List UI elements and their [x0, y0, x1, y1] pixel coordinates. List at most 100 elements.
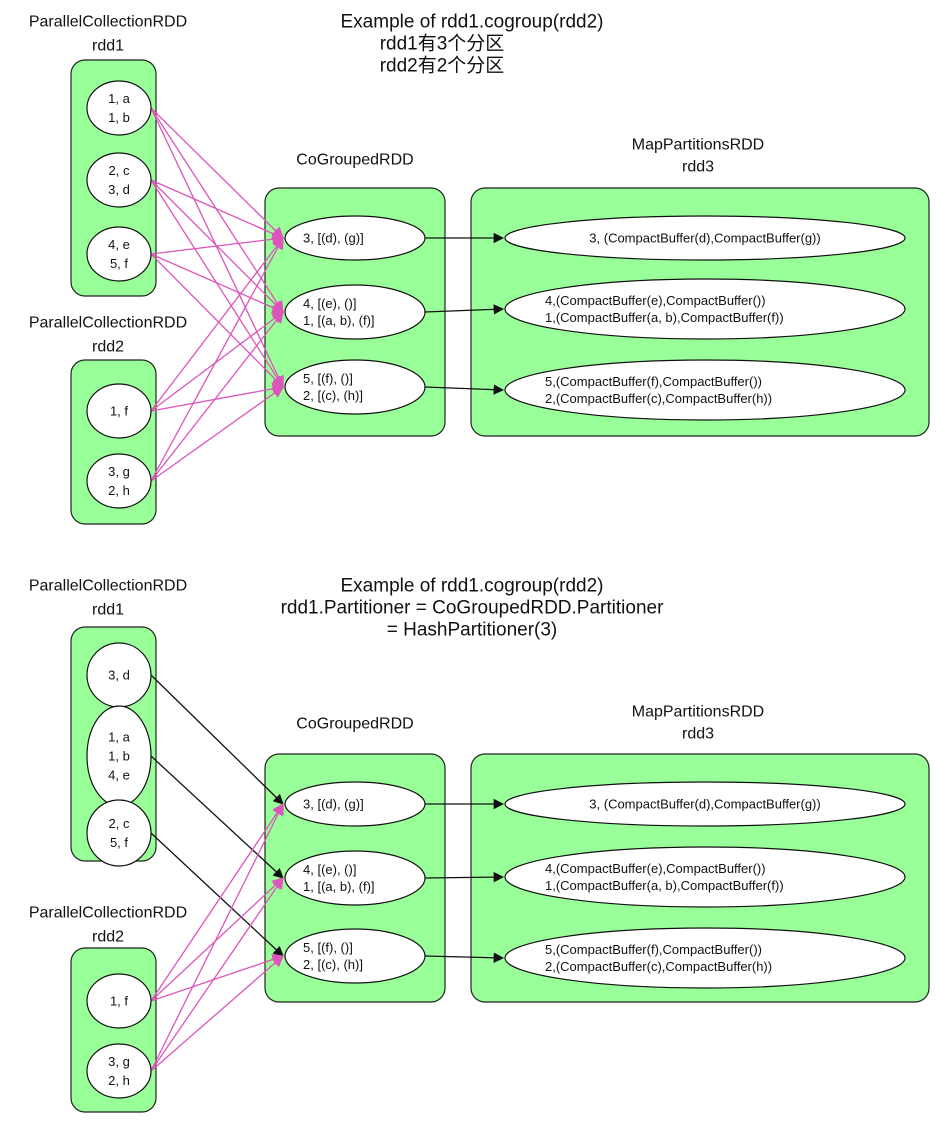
rdd3-header: MapPartitionsRDD — [632, 704, 764, 721]
rdd2-header: ParallelCollectionRDD — [29, 315, 187, 332]
shuffle-dependency-edge — [150, 311, 284, 482]
rdd3-partition-record: 3, (CompactBuffer(d),CompactBuffer(g)) — [589, 231, 820, 246]
rdd2-partition-record: 3, g — [108, 1054, 130, 1069]
cogrouped-rdd-partition — [284, 781, 426, 827]
cogrouped-rdd-partition-record: 3, [(d), (g)] — [303, 797, 364, 812]
rdd3-header: rdd3 — [682, 726, 714, 743]
cogrouped-rdd-partition — [284, 359, 426, 415]
shuffle-dependency-edge — [150, 386, 284, 482]
rdd1-header: ParallelCollectionRDD — [29, 578, 187, 595]
shuffle-dependency-edge — [150, 803, 284, 1002]
rdd3-partition — [504, 278, 906, 340]
rdd1-partition-record: 4, e — [108, 237, 130, 252]
shuffle-dependency-edge — [150, 877, 284, 1072]
diagram-title-line: rdd1.Partitioner = CoGroupedRDD.Partitio… — [281, 598, 664, 619]
rdd3-partition-record: 3, (CompactBuffer(d),CompactBuffer(g)) — [589, 797, 820, 812]
shuffle-dependency-edge — [150, 107, 284, 389]
cogrouped-rdd-partition-record: 5, [(f), ()] — [303, 940, 353, 955]
rdd1-partition-record: 1, a — [108, 91, 130, 106]
cogrouped-rdd-partition-record: 4, [(e), ()] — [303, 296, 356, 311]
rdd1-header: ParallelCollectionRDD — [29, 14, 187, 31]
rdd3-partition-record: 2,(CompactBuffer(c),CompactBuffer(h)) — [545, 959, 772, 974]
cogrouped-rdd-partition-record: 4, [(e), ()] — [303, 862, 356, 877]
rdd1-partition-record: 3, d — [108, 668, 130, 683]
rdd2-header: ParallelCollectionRDD — [29, 905, 187, 922]
shuffle-dependency-edge — [150, 877, 284, 1002]
shuffle-dependency-edge — [150, 955, 284, 1072]
rdd2-partition — [86, 1043, 152, 1099]
shuffle-dependency-edge — [150, 233, 285, 255]
rdd2-partition — [86, 453, 152, 509]
rdd1-partition-record: 1, b — [108, 110, 130, 125]
rdd2-partition-record: 2, h — [108, 1073, 130, 1088]
cogrouped-rdd-header: CoGroupedRDD — [296, 716, 413, 733]
narrow-dependency-edge — [150, 755, 284, 879]
rdd2-partition-record: 1, f — [110, 404, 128, 419]
rdd2-header: rdd2 — [92, 339, 124, 356]
cogrouped-rdd-partition-record: 1, [(a, b), (f)] — [303, 313, 375, 328]
rdd3-partition-record: 4,(CompactBuffer(e),CompactBuffer()) — [545, 293, 766, 308]
diagram-title-line: Example of rdd1.cogroup(rdd2) — [341, 12, 604, 33]
narrow-dependency-edge — [150, 674, 284, 805]
rdd3-partition — [504, 359, 906, 421]
shuffle-dependency-edge — [150, 253, 284, 388]
rdd2-partition-record: 3, g — [108, 464, 130, 479]
cogrouped-rdd-partition — [284, 928, 426, 984]
rdd3-partition — [504, 215, 906, 261]
narrow-dependency-edge — [424, 304, 505, 315]
rdd3-partition — [504, 927, 906, 989]
rdd3-header: rdd3 — [682, 159, 714, 176]
rdd1-partition-record: 4, e — [108, 768, 130, 783]
rdd1-partition — [86, 226, 152, 282]
cogrouped-rdd-partition-record: 2, [(c), (h)] — [303, 388, 363, 403]
shuffle-dependency-edge — [150, 311, 284, 412]
shuffle-dependency-edge — [150, 107, 284, 239]
cogrouped-rdd-partition-record: 2, [(c), (h)] — [303, 957, 363, 972]
rdd1-partition-record: 5, f — [110, 835, 128, 850]
rdd3-header: MapPartitionsRDD — [632, 137, 764, 154]
cogrouped-rdd-partition — [284, 215, 426, 261]
shuffle-dependency-edge — [150, 253, 285, 314]
rdd3-partition-record: 5,(CompactBuffer(f),CompactBuffer()) — [545, 942, 762, 957]
rdd3-partition — [504, 846, 906, 908]
diagram-title-line: Example of rdd1.cogroup(rdd2) — [341, 576, 604, 597]
shuffle-dependency-edge — [150, 179, 285, 240]
narrow-dependency-edge — [424, 384, 505, 395]
rdd1-partition — [86, 152, 152, 208]
cogrouped-rdd-header: CoGroupedRDD — [296, 152, 413, 169]
rdd2-partition-record: 2, h — [108, 483, 130, 498]
rdd1-partition-record: 1, b — [108, 749, 130, 764]
cogrouped-rdd-partition — [284, 284, 426, 340]
rdd3-partition — [504, 781, 906, 827]
diagram-title-line: rdd1有3个分区 — [380, 33, 505, 55]
rdd1-header: rdd1 — [92, 602, 124, 619]
rdd2-header: rdd2 — [92, 929, 124, 946]
rdd2-partition — [86, 973, 152, 1029]
diagram-title-line: rdd2有2个分区 — [380, 55, 505, 77]
cogrouped-rdd-partition-record: 1, [(a, b), (f)] — [303, 879, 375, 894]
rdd3-partition-record: 4,(CompactBuffer(e),CompactBuffer()) — [545, 861, 766, 876]
rdd3-partition-record: 1,(CompactBuffer(a, b),CompactBuffer(f)) — [545, 310, 784, 325]
rdd2-partition — [86, 383, 152, 439]
narrow-dependency-edge — [424, 871, 505, 883]
rdd3-partition-record: 1,(CompactBuffer(a, b),CompactBuffer(f)) — [545, 878, 784, 893]
rdd1-partition-record: 2, c — [109, 163, 130, 178]
diagram-title-line: = HashPartitioner(3) — [387, 620, 558, 641]
rdd3-partition-record: 2,(CompactBuffer(c),CompactBuffer(h)) — [545, 391, 772, 406]
shuffle-dependency-edge — [150, 236, 284, 482]
rdd2-partition-record: 1, f — [110, 994, 128, 1009]
rdd1-partition — [86, 80, 152, 136]
shuffle-dependency-edge — [150, 237, 284, 412]
shuffle-dependency-edge — [150, 383, 285, 412]
narrow-dependency-edge — [424, 952, 505, 963]
rdd1-partition-record: 2, c — [109, 816, 130, 831]
rdd1-partition — [86, 799, 152, 867]
rdd3-partition-record: 5,(CompactBuffer(f),CompactBuffer()) — [545, 374, 762, 389]
rdd1-partition-record: 1, a — [108, 730, 130, 745]
cogrouped-rdd-partition-record: 5, [(f), ()] — [303, 371, 353, 386]
cogrouped-rdd-partition — [284, 850, 426, 906]
shuffle-dependency-edge — [150, 802, 284, 1072]
rdd1-partition-record: 3, d — [108, 182, 130, 197]
rdd1-header: rdd1 — [92, 38, 124, 55]
